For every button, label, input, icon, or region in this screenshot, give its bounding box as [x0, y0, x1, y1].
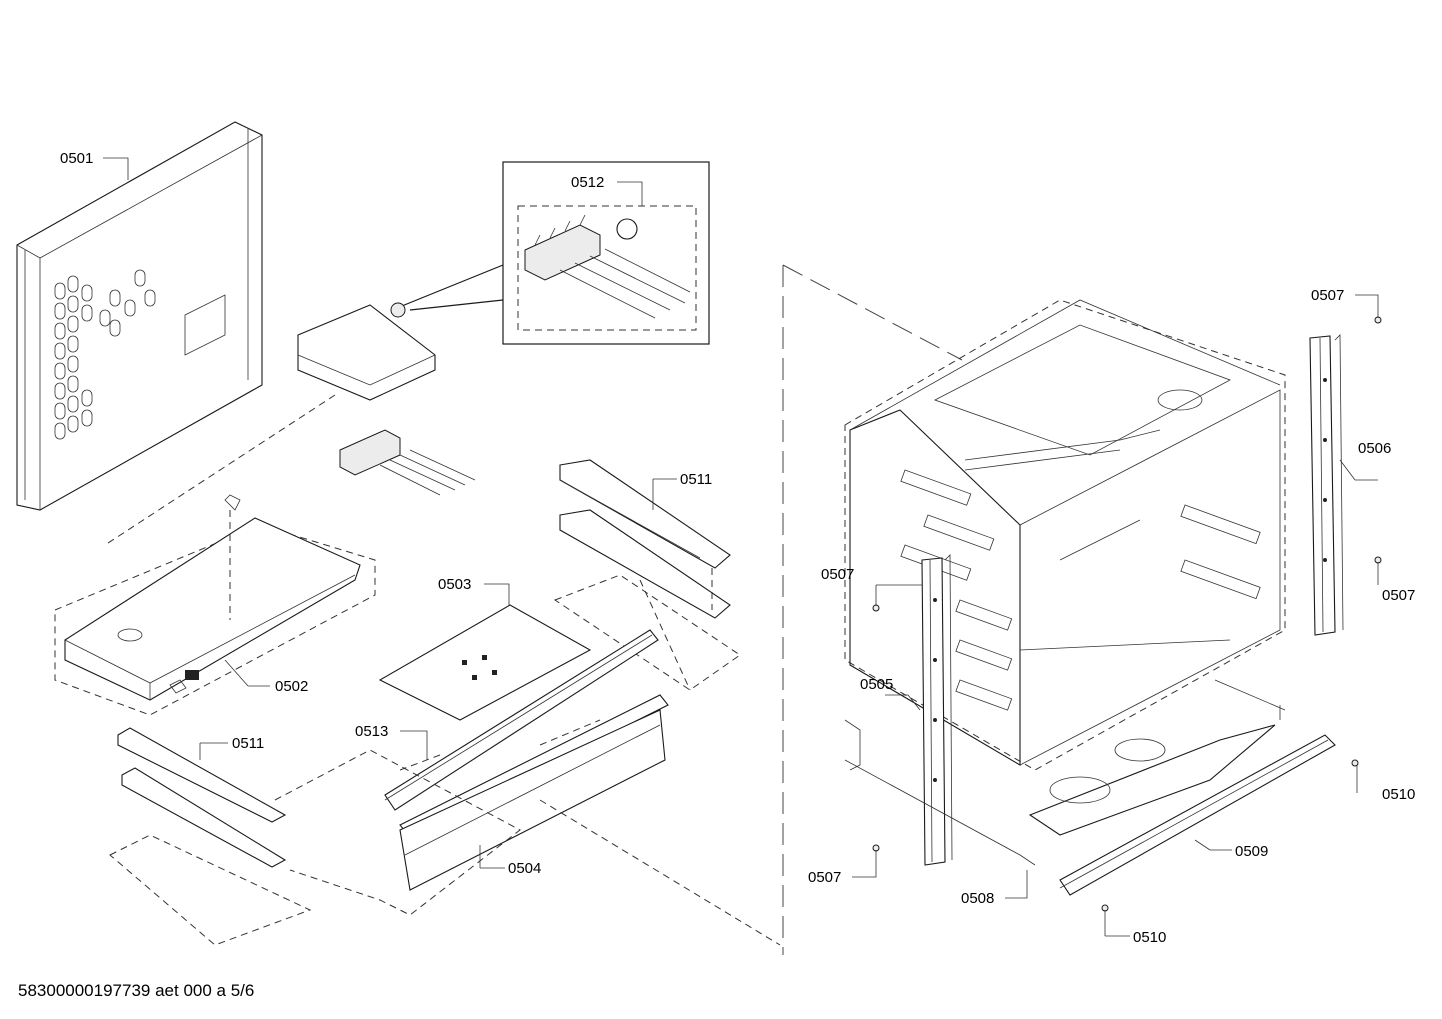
callout-0510-bottom: 0510 [1133, 929, 1166, 946]
part-0509-front-rail [1059, 734, 1336, 896]
callout-0507-right: 0507 [1382, 587, 1415, 604]
screw-icons [872, 316, 1382, 912]
callout-0507-bottom: 0507 [808, 869, 841, 886]
drawing-code: 58300000197739 aet 000 a 5/6 [18, 981, 255, 1000]
callout-0512: 0512 [571, 174, 604, 191]
part-0506-side-rail [1309, 334, 1344, 636]
part-0512-detail-box [390, 161, 710, 345]
part-0508-bottom-plate [844, 679, 1286, 866]
callout-0507-left: 0507 [821, 566, 854, 583]
callout-0502: 0502 [275, 678, 308, 695]
callout-leaders [103, 157, 1379, 937]
part-0501-back-panel [16, 121, 263, 511]
callout-0513: 0513 [355, 723, 388, 740]
oven-frame-assembly [844, 299, 1286, 771]
section-divider-line [782, 264, 963, 955]
callout-0511-upper: 0511 [680, 471, 712, 488]
callout-0508: 0508 [961, 890, 994, 907]
callout-0503: 0503 [438, 576, 471, 593]
part-0504-bottom-tray [399, 694, 781, 946]
part-0503-plate [378, 604, 592, 721]
callout-0501: 0501 [60, 150, 93, 167]
part-0511-upper-rail [553, 459, 741, 691]
part-0513-rail [384, 629, 659, 811]
part-0511-lower-rail [109, 727, 521, 946]
callout-0509: 0509 [1235, 843, 1268, 860]
callout-0511-lower: 0511 [232, 735, 264, 752]
callout-0504: 0504 [508, 860, 541, 877]
callout-0507-top-right: 0507 [1311, 287, 1344, 304]
callout-0506: 0506 [1358, 440, 1391, 457]
terminal-block-assembly [104, 304, 476, 546]
part-0502-top-cover [54, 494, 376, 716]
part-0505-side-rail [921, 554, 953, 866]
callout-0510-right: 0510 [1382, 786, 1415, 803]
callout-0505: 0505 [860, 676, 893, 693]
